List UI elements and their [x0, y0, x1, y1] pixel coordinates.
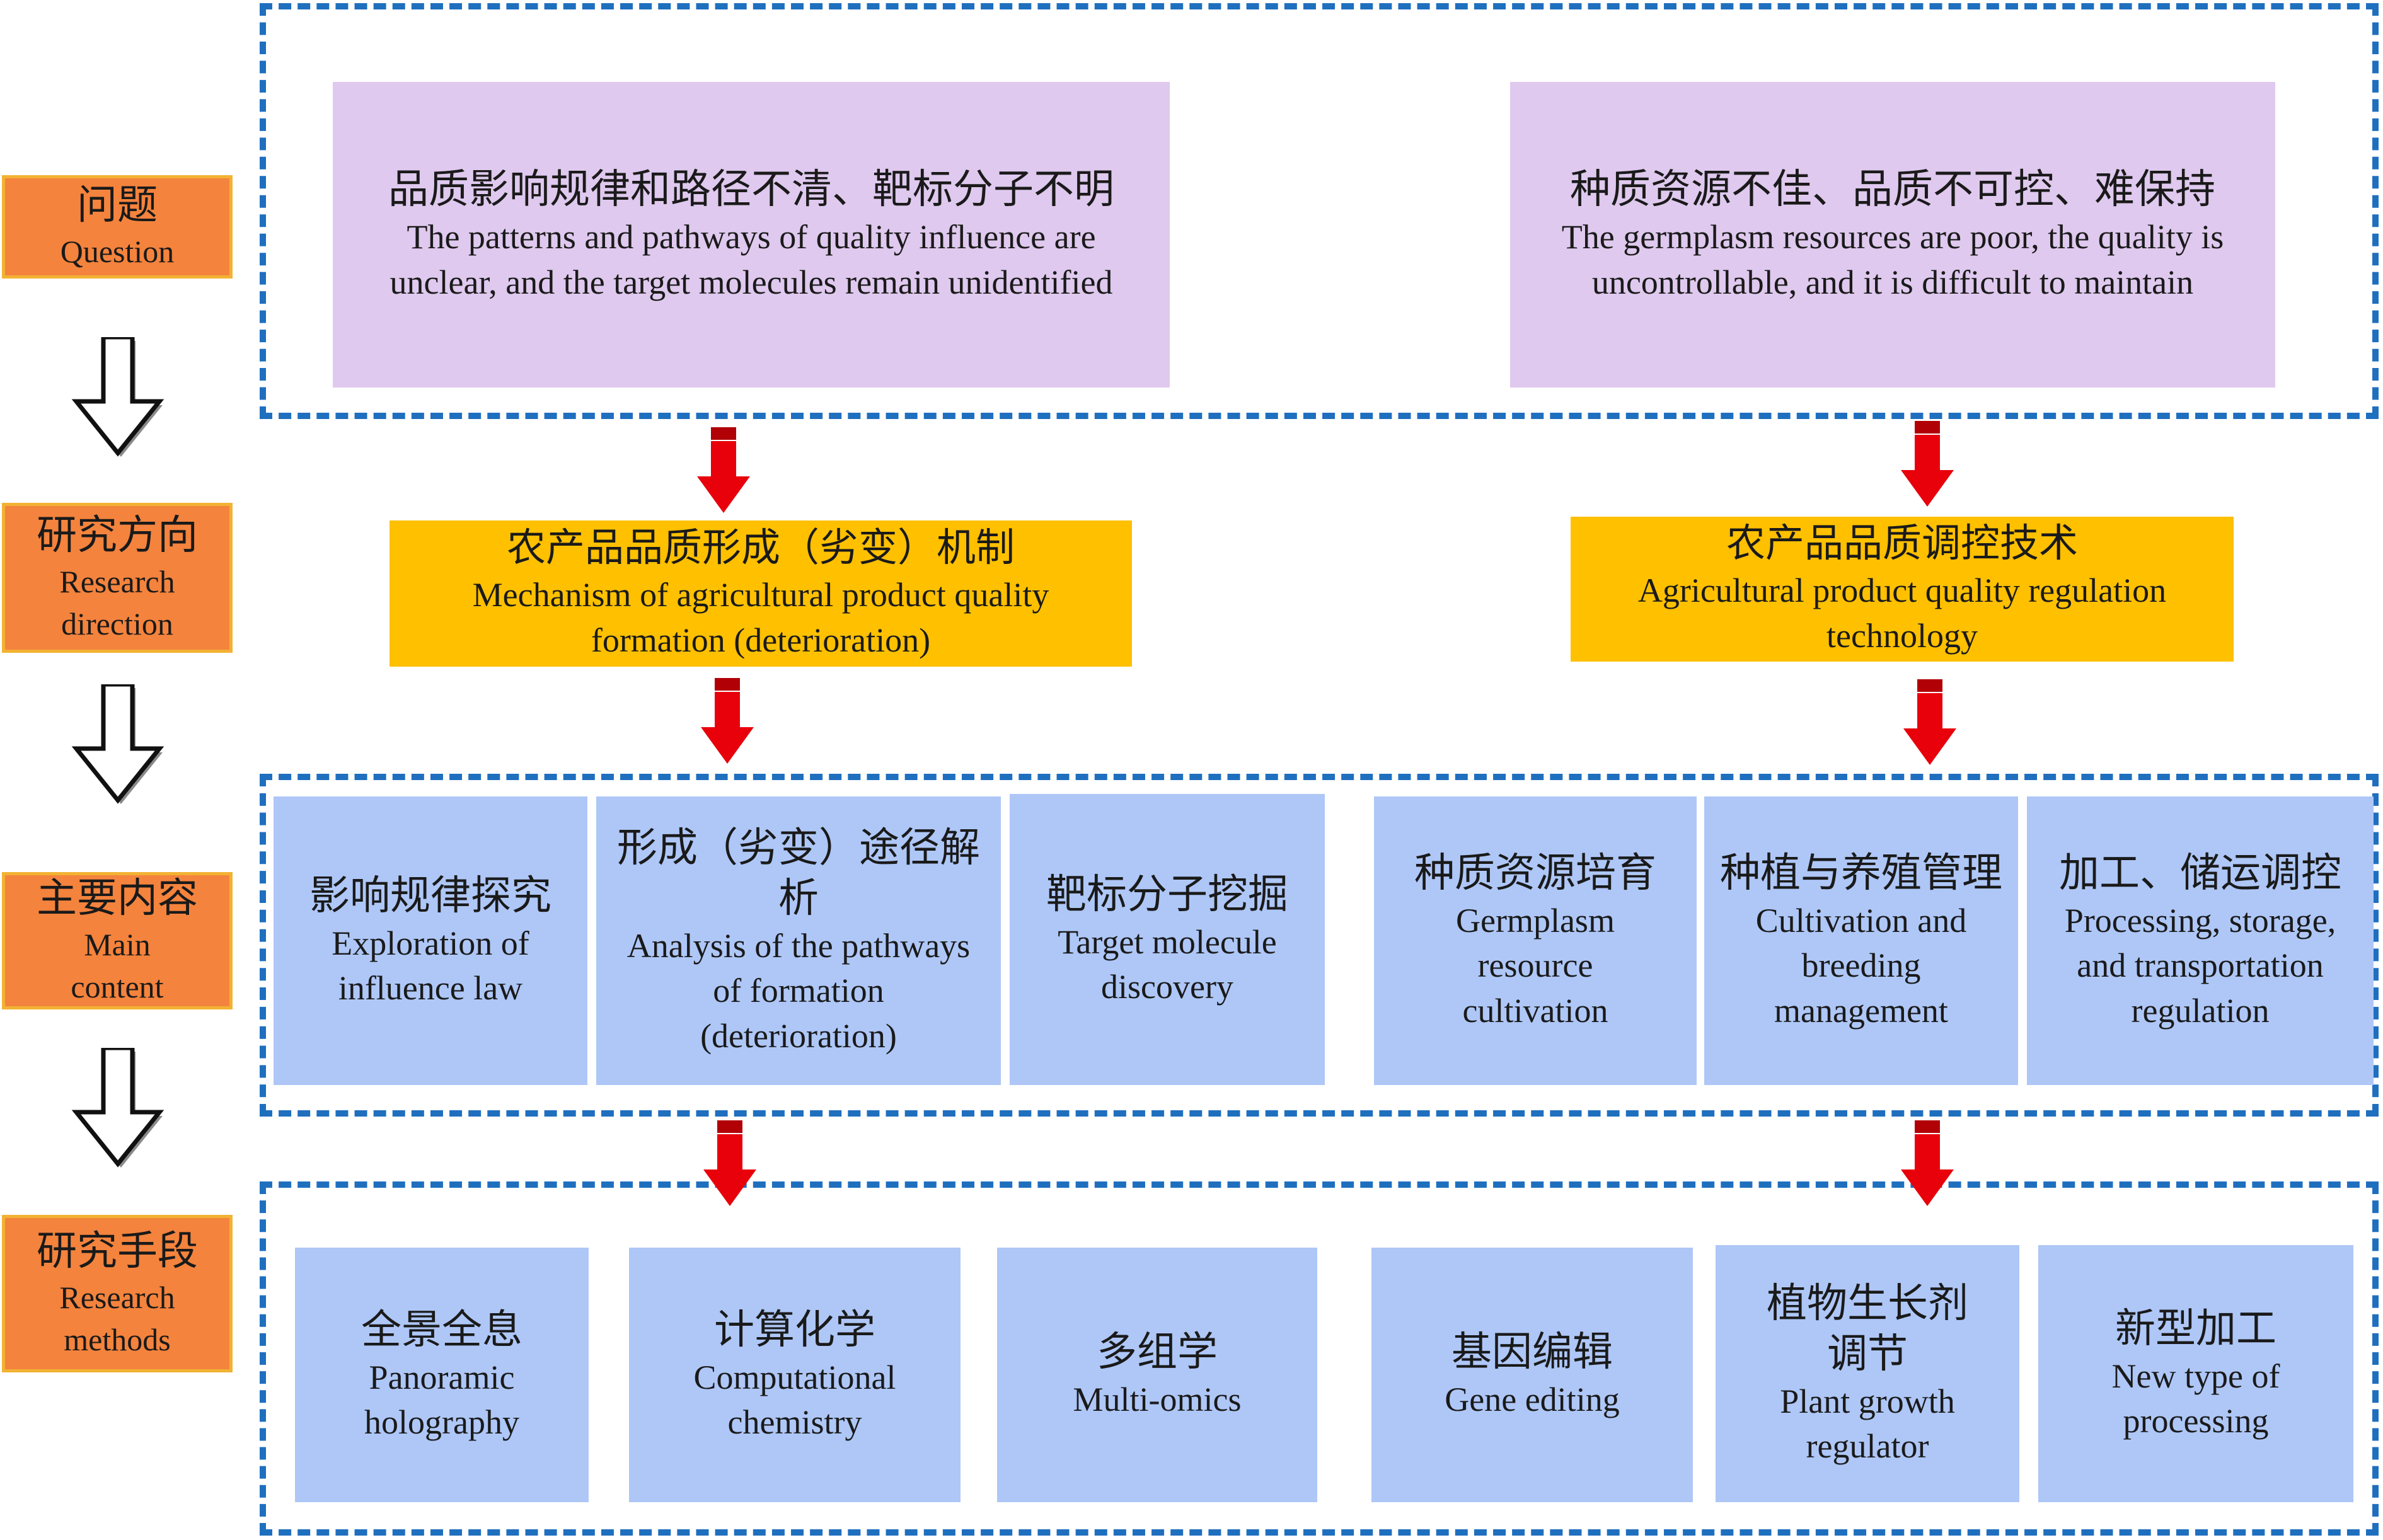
content-formation-pathways-zh: 形成（劣变）途径解析 [617, 825, 980, 921]
stage-label-question: 问题 Question [2, 175, 233, 279]
method-plant-growth-regulator-en: Plant growth regulator [1780, 1382, 1955, 1465]
stage-label-main-content-zh: 主要内容 [37, 875, 198, 921]
stage-label-research-methods-en: Research methods [59, 1279, 175, 1358]
content-formation-pathways-en: Analysis of the pathways of formation (d… [626, 927, 971, 1055]
method-box-multi-omics: 多组学 Multi-omics [997, 1248, 1317, 1502]
method-computational-chemistry-en: Computational chemistry [693, 1358, 896, 1441]
hollow-down-arrow-icon [71, 337, 164, 457]
content-processing-storage-zh: 加工、储运调控 [2059, 851, 2341, 896]
method-gene-editing-en: Gene editing [1445, 1381, 1620, 1419]
stage-label-research-methods-zh: 研究手段 [37, 1228, 198, 1273]
stage-label-question-zh: 问题 [77, 183, 158, 228]
content-influence-law-en: Exploration of influence law [332, 924, 529, 1007]
methods-group-frame [260, 1181, 2379, 1536]
red-down-arrow-icon [697, 427, 750, 513]
red-down-arrow-icon [1903, 679, 1956, 765]
method-multi-omics-zh: 多组学 [1097, 1330, 1218, 1375]
content-cultivation-breeding-en: Cultivation and breeding management [1755, 902, 1967, 1030]
content-target-molecule-en: Target molecule discovery [1058, 922, 1277, 1006]
question-right-zh: 种质资源不佳、品质不可控、难保持 [1570, 167, 2215, 212]
red-down-arrow-icon [703, 1120, 756, 1206]
stage-label-research-direction-en: Research direction [59, 563, 175, 642]
stage-label-research-methods: 研究手段 Research methods [2, 1215, 233, 1372]
question-box-left: 品质影响规律和路径不清、靶标分子不明 The patterns and path… [333, 82, 1170, 388]
stage-label-research-direction: 研究方向 Research direction [2, 503, 233, 653]
method-multi-omics-en: Multi-omics [1073, 1381, 1242, 1419]
method-plant-growth-regulator-zh: 植物生长剂调节 [1767, 1280, 1968, 1376]
question-left-en: The patterns and pathways of quality inf… [389, 218, 1113, 301]
method-computational-chemistry-zh: 计算化学 [714, 1307, 875, 1352]
hollow-down-arrow-icon [71, 1048, 164, 1168]
stage-label-main-content-en: Main content [71, 926, 164, 1005]
method-new-processing-en: New type of processing [2111, 1357, 2280, 1440]
method-panoramic-holography-en: Panoramic holography [364, 1358, 519, 1441]
red-down-arrow-icon [1901, 421, 1954, 507]
hollow-down-arrow-icon [71, 684, 164, 804]
red-down-arrow-icon [701, 678, 754, 764]
method-box-computational-chemistry: 计算化学 Computational chemistry [629, 1248, 961, 1502]
direction-left-en: Mechanism of agricultural product qualit… [472, 576, 1049, 659]
content-germplasm-zh: 种质资源培育 [1414, 851, 1656, 896]
question-group-frame [260, 3, 2379, 419]
content-germplasm-en: Germplasm resource cultivation [1456, 902, 1615, 1030]
content-box-germplasm: 种质资源培育 Germplasm resource cultivation [1374, 796, 1697, 1085]
method-box-plant-growth-regulator: 植物生长剂调节 Plant growth regulator [1716, 1245, 2019, 1502]
method-gene-editing-zh: 基因编辑 [1451, 1330, 1613, 1375]
stage-label-main-content: 主要内容 Main content [2, 872, 233, 1009]
direction-box-left: 农产品品质形成（劣变）机制 Mechanism of agricultural … [389, 520, 1132, 667]
method-panoramic-holography-zh: 全景全息 [361, 1307, 522, 1352]
method-new-processing-zh: 新型加工 [2115, 1306, 2276, 1351]
method-box-panoramic-holography: 全景全息 Panoramic holography [295, 1248, 589, 1502]
direction-left-zh: 农产品品质形成（劣变）机制 [506, 526, 1015, 570]
question-right-en: The germplasm resources are poor, the qu… [1561, 218, 2224, 301]
question-left-zh: 品质影响规律和路径不清、靶标分子不明 [388, 167, 1114, 212]
content-box-cultivation-breeding: 种植与养殖管理 Cultivation and breeding managem… [1704, 796, 2018, 1085]
red-down-arrow-icon [1901, 1120, 1954, 1206]
content-group-frame [260, 774, 2379, 1117]
stage-label-research-direction-zh: 研究方向 [37, 512, 198, 558]
direction-box-right: 农产品品质调控技术 Agricultural product quality r… [1571, 517, 2234, 662]
content-processing-storage-en: Processing, storage, and transportation … [2064, 902, 2336, 1030]
direction-right-zh: 农产品品质调控技术 [1726, 522, 2078, 565]
content-cultivation-breeding-zh: 种植与养殖管理 [1720, 851, 2002, 896]
method-box-gene-editing: 基因编辑 Gene editing [1371, 1248, 1693, 1502]
direction-right-en: Agricultural product quality regulation … [1637, 572, 2167, 655]
content-box-influence-law: 影响规律探究 Exploration of influence law [274, 796, 587, 1085]
content-box-formation-pathways: 形成（劣变）途径解析 Analysis of the pathways of f… [596, 796, 1001, 1085]
content-target-molecule-zh: 靶标分子挖掘 [1046, 871, 1288, 917]
method-box-new-processing: 新型加工 New type of processing [2038, 1245, 2353, 1502]
stage-label-question-en: Question [60, 234, 175, 270]
content-influence-law-zh: 影响规律探究 [309, 873, 551, 918]
question-box-right: 种质资源不佳、品质不可控、难保持 The germplasm resources… [1510, 82, 2275, 388]
content-box-processing-storage: 加工、储运调控 Processing, storage, and transpo… [2027, 796, 2374, 1085]
content-box-target-molecule: 靶标分子挖掘 Target molecule discovery [1010, 794, 1325, 1085]
